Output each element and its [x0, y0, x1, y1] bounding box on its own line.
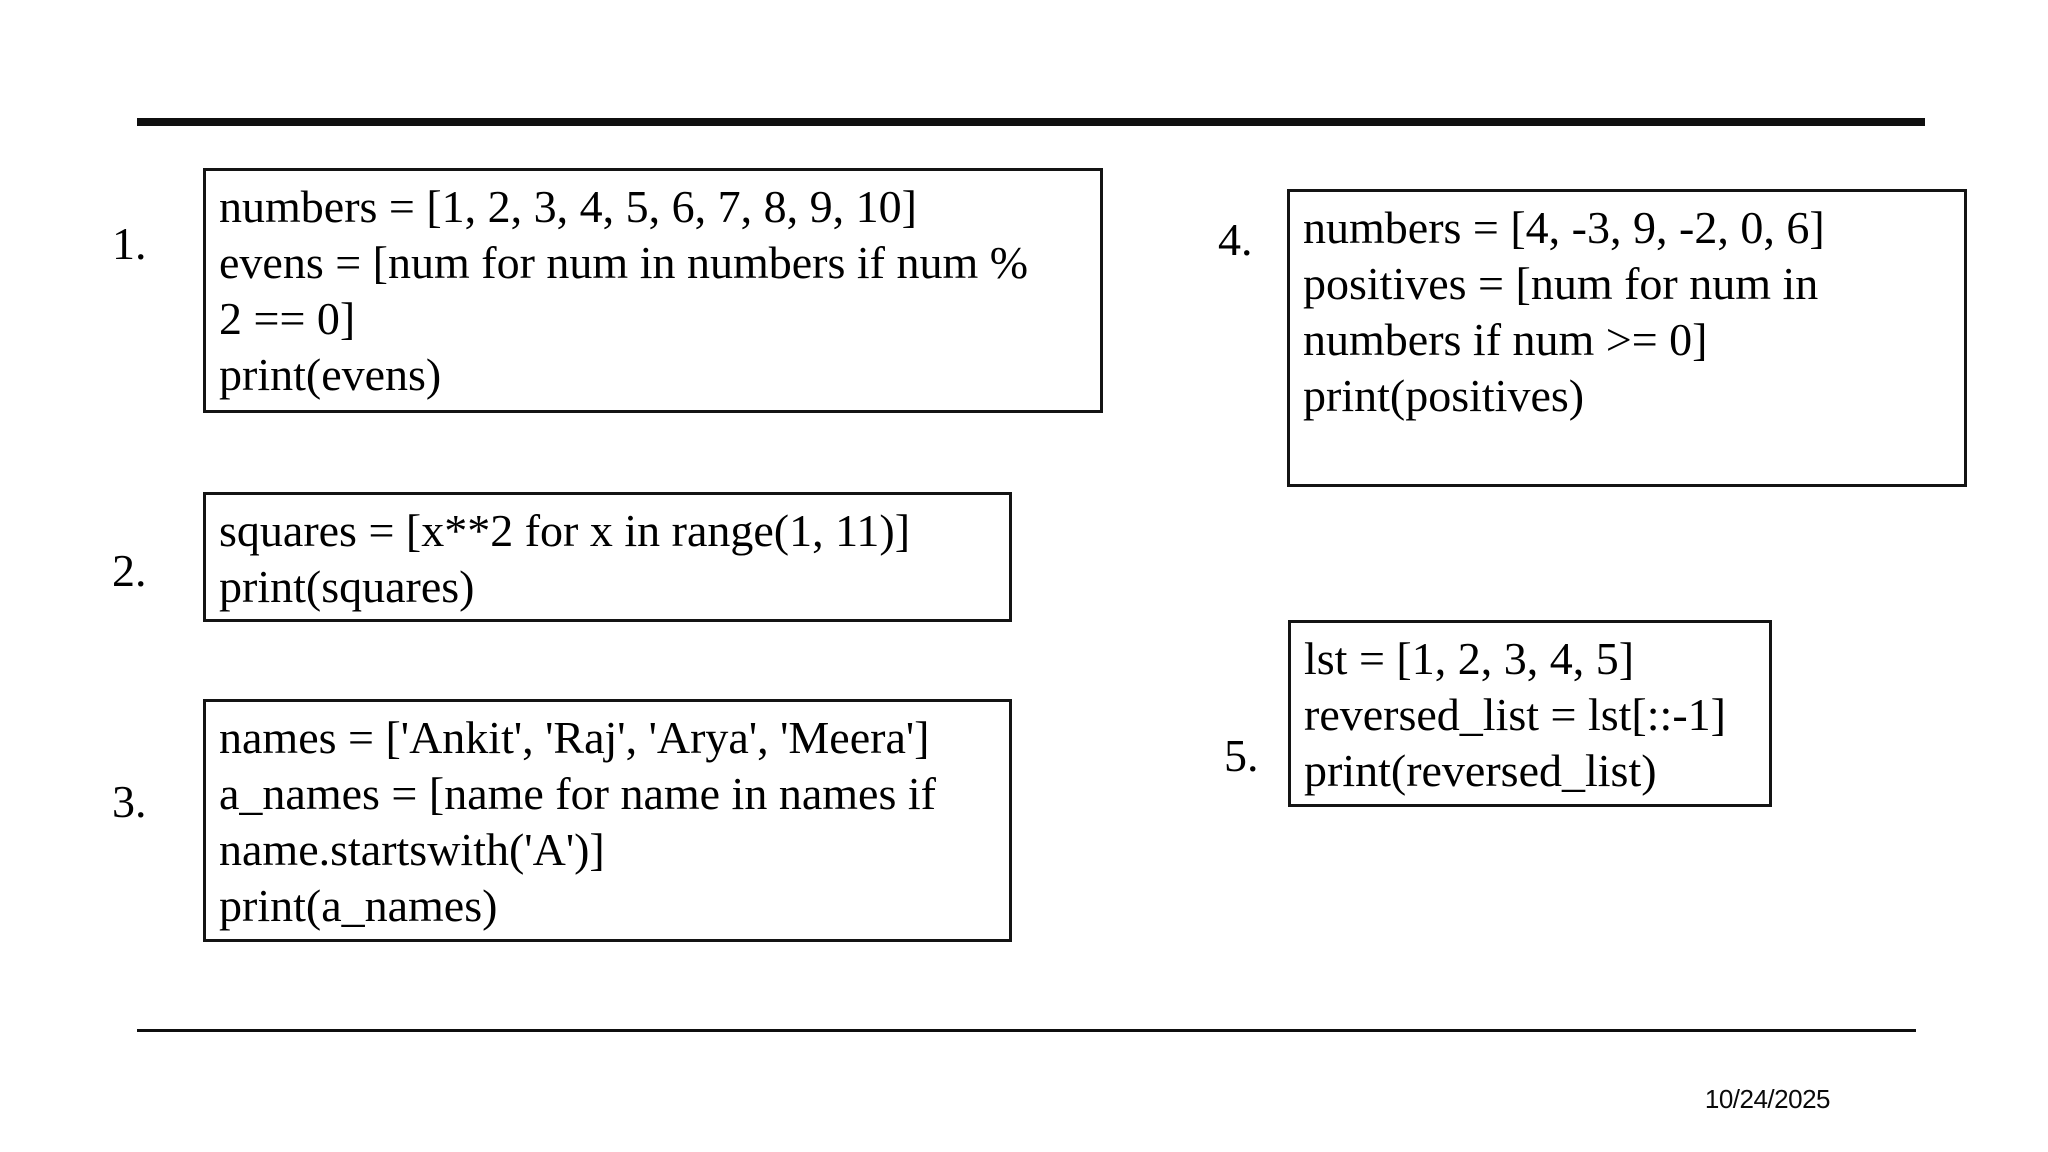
code-line: 2 == 0]: [219, 293, 356, 344]
code-line: reversed_list = lst[::-1]: [1304, 689, 1726, 740]
code-line: numbers = [4, -3, 9, -2, 0, 6]: [1303, 202, 1825, 253]
code-line: lst = [1, 2, 3, 4, 5]: [1304, 633, 1635, 684]
item-number-5: 5.: [1224, 730, 1259, 781]
code-line: numbers = [1, 2, 3, 4, 5, 6, 7, 8, 9, 10…: [219, 181, 917, 232]
code-line: evens = [num for num in numbers if num %: [219, 237, 1029, 288]
code-line: a_names = [name for name in names if: [219, 768, 936, 819]
code-box-5: lst = [1, 2, 3, 4, 5] reversed_list = ls…: [1288, 620, 1772, 807]
code-line: name.startswith('A')]: [219, 824, 605, 875]
item-number-4: 4.: [1218, 214, 1253, 265]
bottom-divider-rule: [137, 1029, 1916, 1032]
item-number-2: 2.: [112, 545, 147, 596]
item-number-3: 3.: [112, 776, 147, 827]
top-divider-rule: [137, 118, 1925, 126]
code-line: names = ['Ankit', 'Raj', 'Arya', 'Meera'…: [219, 712, 930, 763]
code-line: print(evens): [219, 349, 442, 400]
code-line: numbers if num >= 0]: [1303, 314, 1708, 365]
item-number-1: 1.: [112, 218, 147, 269]
code-line: squares = [x**2 for x in range(1, 11)]: [219, 505, 911, 556]
code-box-4: numbers = [4, -3, 9, -2, 0, 6] positives…: [1287, 189, 1967, 487]
code-line: print(positives): [1303, 370, 1585, 421]
code-box-3: names = ['Ankit', 'Raj', 'Arya', 'Meera'…: [203, 699, 1012, 942]
code-box-2: squares = [x**2 for x in range(1, 11)] p…: [203, 492, 1012, 622]
code-line: print(reversed_list): [1304, 745, 1657, 796]
code-line: print(a_names): [219, 880, 498, 931]
code-line: positives = [num for num in: [1303, 258, 1819, 309]
code-box-1: numbers = [1, 2, 3, 4, 5, 6, 7, 8, 9, 10…: [203, 168, 1103, 413]
code-line: print(squares): [219, 561, 475, 612]
date-label: 10/24/2025: [1704, 1084, 1831, 1114]
